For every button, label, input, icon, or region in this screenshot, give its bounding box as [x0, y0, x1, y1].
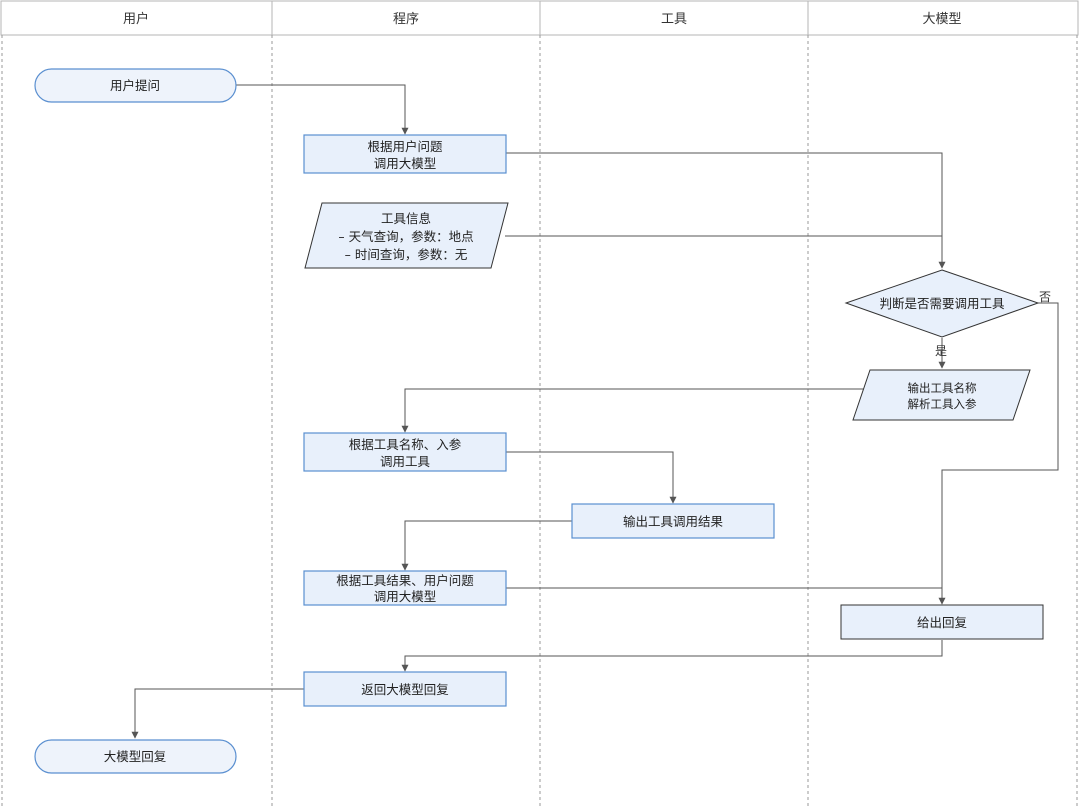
node-tool-info-line1: 工具信息 — [381, 211, 431, 226]
node-llm-reply: 大模型回复 — [34, 739, 237, 774]
node-call-llm-again-line2: 调用大模型 — [374, 589, 437, 604]
node-tool-result-label: 输出工具调用结果 — [623, 514, 724, 529]
edge-call-llm-to-decide — [506, 152, 946, 269]
edge-decide-no — [938, 302, 1059, 605]
node-call-llm: 根据用户问题 调用大模型 — [303, 134, 507, 174]
edge-reply-to-return — [401, 640, 943, 672]
node-tool-info: 工具信息 – 天气查询，参数：地点 – 时间查询，参数：无 — [304, 202, 509, 269]
node-tool-info-line3: – 时间查询，参数：无 — [345, 247, 468, 262]
node-return-reply-label: 返回大模型回复 — [361, 682, 449, 697]
lane-title-program: 程序 — [393, 12, 419, 27]
edge-output-to-call-tool — [401, 388, 864, 433]
node-decide: 判断是否需要调用工具 — [844, 269, 1040, 338]
node-decide-label: 判断是否需要调用工具 — [879, 296, 1005, 311]
node-call-llm-again-line1: 根据工具结果、用户问题 — [336, 573, 474, 588]
node-call-llm-again: 根据工具结果、用户问题 调用大模型 — [303, 570, 507, 606]
node-output-tool-line1: 输出工具名称 — [908, 381, 977, 395]
node-return-reply: 返回大模型回复 — [303, 671, 507, 707]
node-give-reply-label: 给出回复 — [917, 615, 968, 630]
node-call-llm-line1: 根据用户问题 — [367, 139, 443, 154]
lane-dividers — [1, 35, 1078, 808]
node-call-tool: 根据工具名称、入参 调用工具 — [303, 432, 507, 472]
node-user-question: 用户提问 — [34, 68, 237, 103]
lane-title-llm: 大模型 — [922, 12, 961, 27]
node-call-llm-line2: 调用大模型 — [374, 156, 437, 171]
flow-edges — [131, 84, 1059, 739]
edge-label-no: 否 — [1039, 290, 1051, 304]
lane-title-tool: 工具 — [661, 12, 687, 27]
node-llm-reply-label: 大模型回复 — [104, 749, 167, 764]
edge-result-to-call-llm-again — [401, 520, 572, 571]
node-call-tool-line1: 根据工具名称、入参 — [349, 437, 462, 452]
edge-call-tool-to-result — [506, 451, 677, 504]
edge-return-to-final — [131, 688, 304, 739]
lane-title-user: 用户 — [123, 11, 149, 27]
node-output-tool: 输出工具名称 解析工具入参 — [852, 369, 1031, 421]
node-give-reply: 给出回复 — [840, 604, 1044, 640]
edge-question-to-call-llm — [236, 84, 409, 135]
node-call-tool-line2: 调用工具 — [380, 454, 431, 469]
node-output-tool-line2: 解析工具入参 — [908, 397, 977, 411]
node-tool-result: 输出工具调用结果 — [571, 503, 775, 539]
edge-label-yes: 是 — [935, 344, 947, 358]
node-tool-info-line2: – 天气查询，参数：地点 — [338, 229, 473, 244]
node-user-question-label: 用户提问 — [110, 78, 160, 93]
